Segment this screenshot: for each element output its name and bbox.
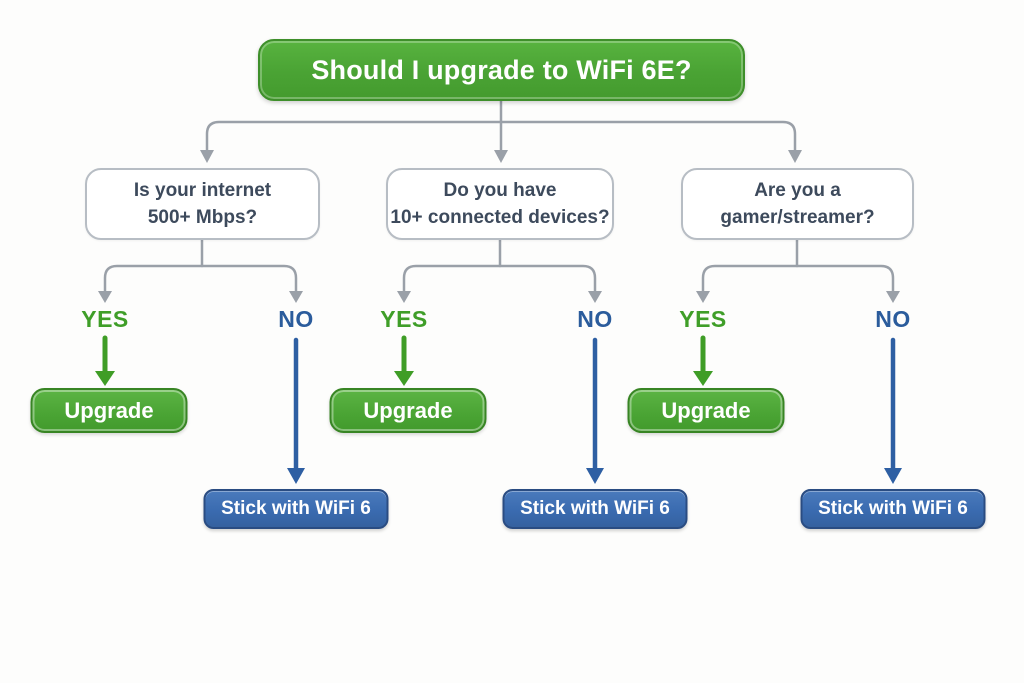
yes-arrows	[102, 335, 706, 374]
question-connected-devices: Do you have 10+ connected devices?	[386, 168, 614, 240]
outcome-upgrade-branch1: Upgrade	[30, 388, 188, 433]
connector-title-to-questions	[205, 99, 797, 152]
outcome-upgrade-branch3: Upgrade	[627, 388, 785, 433]
question-connected-devices-line2: 10+ connected devices?	[390, 207, 610, 228]
question-connected-devices-line1: Do you have	[443, 180, 557, 201]
no-label-branch1: NO	[278, 306, 314, 332]
connector-q2-arrowheads	[397, 291, 602, 303]
connector-q3-arrowheads	[696, 291, 900, 303]
yes-label-branch1: YES	[81, 306, 129, 332]
outcome-stick-branch2: Stick with WiFi 6	[502, 489, 688, 529]
flowchart-title-text: Should I upgrade to WiFi 6E?	[311, 54, 692, 85]
outcome-stick-branch1: Stick with WiFi 6	[203, 489, 389, 529]
yes-label-branch3: YES	[679, 306, 727, 332]
no-label-branch3: NO	[875, 306, 911, 332]
no-label-branch2: NO	[577, 306, 613, 332]
outcome-upgrade-branch2: Upgrade	[329, 388, 487, 433]
question-internet-speed-line2: 500+ Mbps?	[147, 207, 258, 228]
connector-q2-split	[402, 238, 597, 293]
question-internet-speed: Is your internet 500+ Mbps?	[85, 168, 320, 240]
no-arrows	[293, 337, 896, 471]
flowchart-title: Should I upgrade to WiFi 6E?	[258, 39, 745, 101]
no-arrowheads	[287, 468, 902, 484]
question-internet-speed-line1: Is your internet	[133, 180, 272, 201]
question-gamer-streamer-line1: Are you a	[754, 180, 841, 201]
connector-q3-split	[701, 238, 895, 293]
question-gamer-streamer-line2: gamer/streamer?	[720, 207, 875, 228]
outcome-stick-branch3: Stick with WiFi 6	[800, 489, 986, 529]
yes-arrowheads	[95, 371, 713, 386]
connector-q1-arrowheads	[98, 291, 303, 303]
question-gamer-streamer: Are you a gamer/streamer?	[681, 168, 914, 240]
yes-label-branch2: YES	[380, 306, 428, 332]
connector-q1-split	[103, 238, 298, 293]
connector-title-arrowheads	[200, 150, 802, 163]
